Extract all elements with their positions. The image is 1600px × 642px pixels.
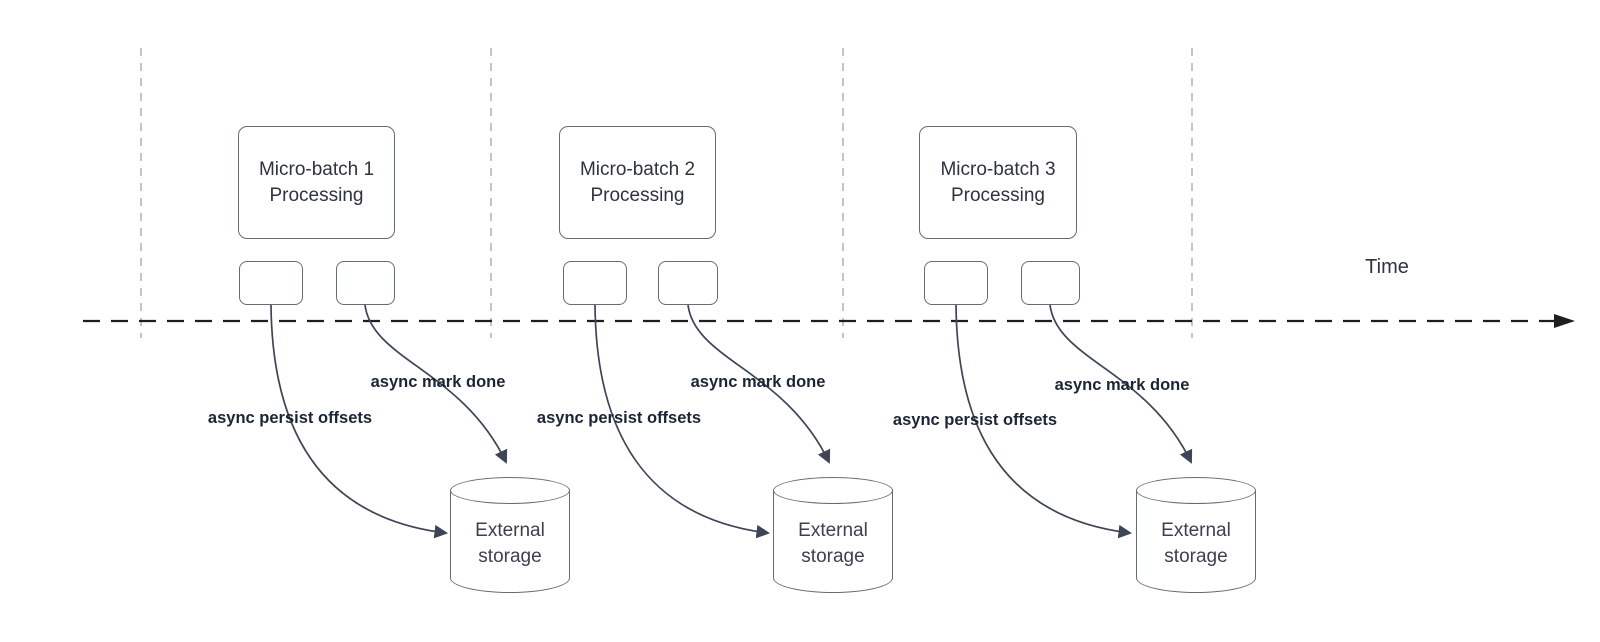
external-storage-cylinder-2: External storage	[773, 477, 893, 593]
external-storage-label-3: External storage	[1161, 520, 1231, 567]
offset-task-chip-3	[924, 261, 988, 305]
async-mark-done-label-3: async mark done	[1054, 376, 1190, 394]
cylinder-top-ellipse-2	[773, 477, 893, 504]
cylinder-top-ellipse-1	[450, 477, 570, 504]
async-mark-done-label-2: async mark done	[690, 373, 826, 391]
done-task-chip-2	[658, 261, 718, 305]
external-storage-label-2: External storage	[798, 520, 868, 567]
async-persist-offsets-label-2: async persist offsets	[536, 409, 702, 427]
micro-batch-processing-box-1: Micro-batch 1 Processing	[238, 126, 395, 239]
async-persist-offsets-label-3: async persist offsets	[892, 411, 1058, 429]
async-persist-offsets-label-1: async persist offsets	[207, 409, 373, 427]
mark-done-arrow-1	[364, 304, 508, 464]
micro-batch-processing-box-2: Micro-batch 2 Processing	[559, 126, 716, 239]
external-storage-cylinder-3: External storage	[1136, 477, 1256, 593]
persist-offsets-arrow-3	[955, 304, 1133, 539]
offset-task-chip-1	[239, 261, 303, 305]
mark-done-arrow-3	[1049, 304, 1193, 464]
persist-offsets-arrow-1	[270, 304, 449, 539]
async-mark-done-label-1: async mark done	[370, 373, 506, 391]
time-axis-label: Time	[1365, 256, 1409, 278]
external-storage-cylinder-1: External storage	[450, 477, 570, 593]
cylinder-body-2	[773, 490, 893, 593]
persist-offsets-arrow-2	[594, 304, 771, 539]
done-task-chip-1	[336, 261, 395, 305]
done-task-chip-3	[1021, 261, 1080, 305]
cylinder-top-ellipse-3	[1136, 477, 1256, 504]
micro-batch-processing-box-3: Micro-batch 3 Processing	[919, 126, 1077, 239]
external-storage-label-1: External storage	[475, 520, 545, 567]
cylinder-body-1	[450, 490, 570, 593]
offset-task-chip-2	[563, 261, 627, 305]
mark-done-arrow-2	[687, 304, 831, 464]
cylinder-body-3	[1136, 490, 1256, 593]
